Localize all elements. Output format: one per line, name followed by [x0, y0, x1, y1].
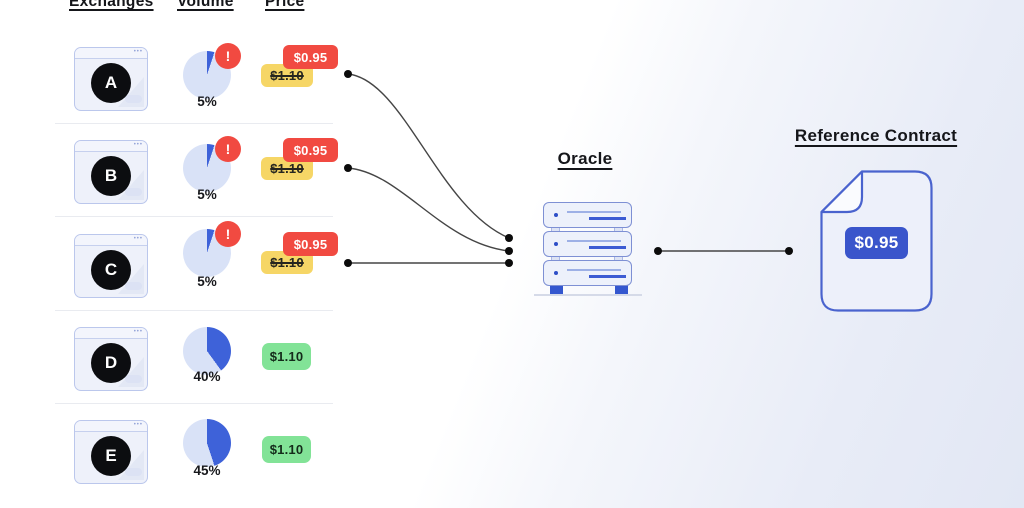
window-menu-dots-icon: •••	[133, 49, 143, 55]
exchange-window-e: ••• E	[74, 420, 148, 484]
row-divider	[55, 403, 333, 404]
window-titlebar: •••	[75, 328, 147, 339]
volume-percent-d: 40%	[193, 369, 221, 384]
row-divider	[55, 216, 333, 217]
exchange-window-b: ••• B	[74, 140, 148, 204]
server-slot-line	[567, 240, 621, 242]
window-menu-dots-icon: •••	[133, 236, 143, 242]
server-foot	[550, 285, 563, 294]
exchange-a-label: A	[91, 62, 131, 103]
server-unit-icon	[543, 231, 632, 257]
exchange-d-label: D	[91, 342, 131, 383]
server-slot-line	[567, 269, 621, 271]
row-divider	[55, 123, 333, 124]
server-foot	[615, 285, 628, 294]
contract-price-badge: $0.95	[845, 227, 908, 259]
price-badge-original-c: $1.10	[261, 251, 313, 274]
window-titlebar: •••	[75, 421, 147, 432]
alert-icon: !	[215, 43, 241, 69]
price-badge-d: $1.10	[262, 343, 311, 370]
server-led	[554, 242, 558, 246]
exchange-b-label: B	[91, 155, 131, 196]
row-divider	[55, 310, 333, 311]
reference-contract-title: Reference Contract	[794, 126, 958, 145]
server-slot-line	[567, 211, 621, 213]
window-menu-dots-icon: •••	[133, 422, 143, 428]
server-unit-icon	[543, 260, 632, 286]
volume-pie-e	[183, 419, 231, 467]
exchange-c-label: C	[91, 249, 131, 290]
window-titlebar: •••	[75, 235, 147, 246]
volume-percent-c: 5%	[197, 274, 217, 289]
button-decoration	[125, 375, 142, 383]
server-led	[554, 213, 558, 217]
price-badge-manipulated-b: $0.95	[283, 138, 338, 162]
button-decoration	[125, 468, 142, 476]
window-menu-dots-icon: •••	[133, 142, 143, 148]
alert-icon: !	[215, 221, 241, 247]
exchange-window-a: ••• A	[74, 47, 148, 111]
window-menu-dots-icon: •••	[133, 329, 143, 335]
server-slot-line	[589, 246, 626, 249]
button-decoration	[125, 188, 142, 196]
exchange-window-d: ••• D	[74, 327, 148, 391]
price-badge-e: $1.10	[262, 436, 311, 463]
oracle-title: Oracle	[557, 149, 613, 168]
alert-icon: !	[215, 136, 241, 162]
price-badge-manipulated-a: $0.95	[283, 45, 338, 69]
price-badge-original-a: $1.10	[261, 64, 313, 87]
column-header-volume: Volume	[177, 0, 234, 10]
price-badge-manipulated-c: $0.95	[283, 232, 338, 256]
volume-percent-a: 5%	[197, 94, 217, 109]
price-badge-original-b: $1.10	[261, 157, 313, 180]
column-header-price: Price	[265, 0, 305, 10]
server-led	[554, 271, 558, 275]
server-shadow	[534, 294, 642, 296]
volume-percent-e: 45%	[193, 463, 221, 478]
window-titlebar: •••	[75, 141, 147, 152]
button-decoration	[125, 95, 142, 103]
column-header-exchanges: Exchanges	[69, 0, 154, 10]
volume-pie-d	[183, 327, 231, 375]
server-slot-line	[589, 217, 626, 220]
exchange-window-c: ••• C	[74, 234, 148, 298]
link-exchange-b-to-oracle	[347, 167, 510, 252]
server-unit-icon	[543, 202, 632, 228]
window-titlebar: •••	[75, 48, 147, 59]
volume-percent-b: 5%	[197, 187, 217, 202]
server-slot-line	[589, 275, 626, 278]
button-decoration	[125, 282, 142, 290]
exchange-e-label: E	[91, 435, 131, 476]
link-exchange-a-to-oracle	[347, 73, 510, 239]
